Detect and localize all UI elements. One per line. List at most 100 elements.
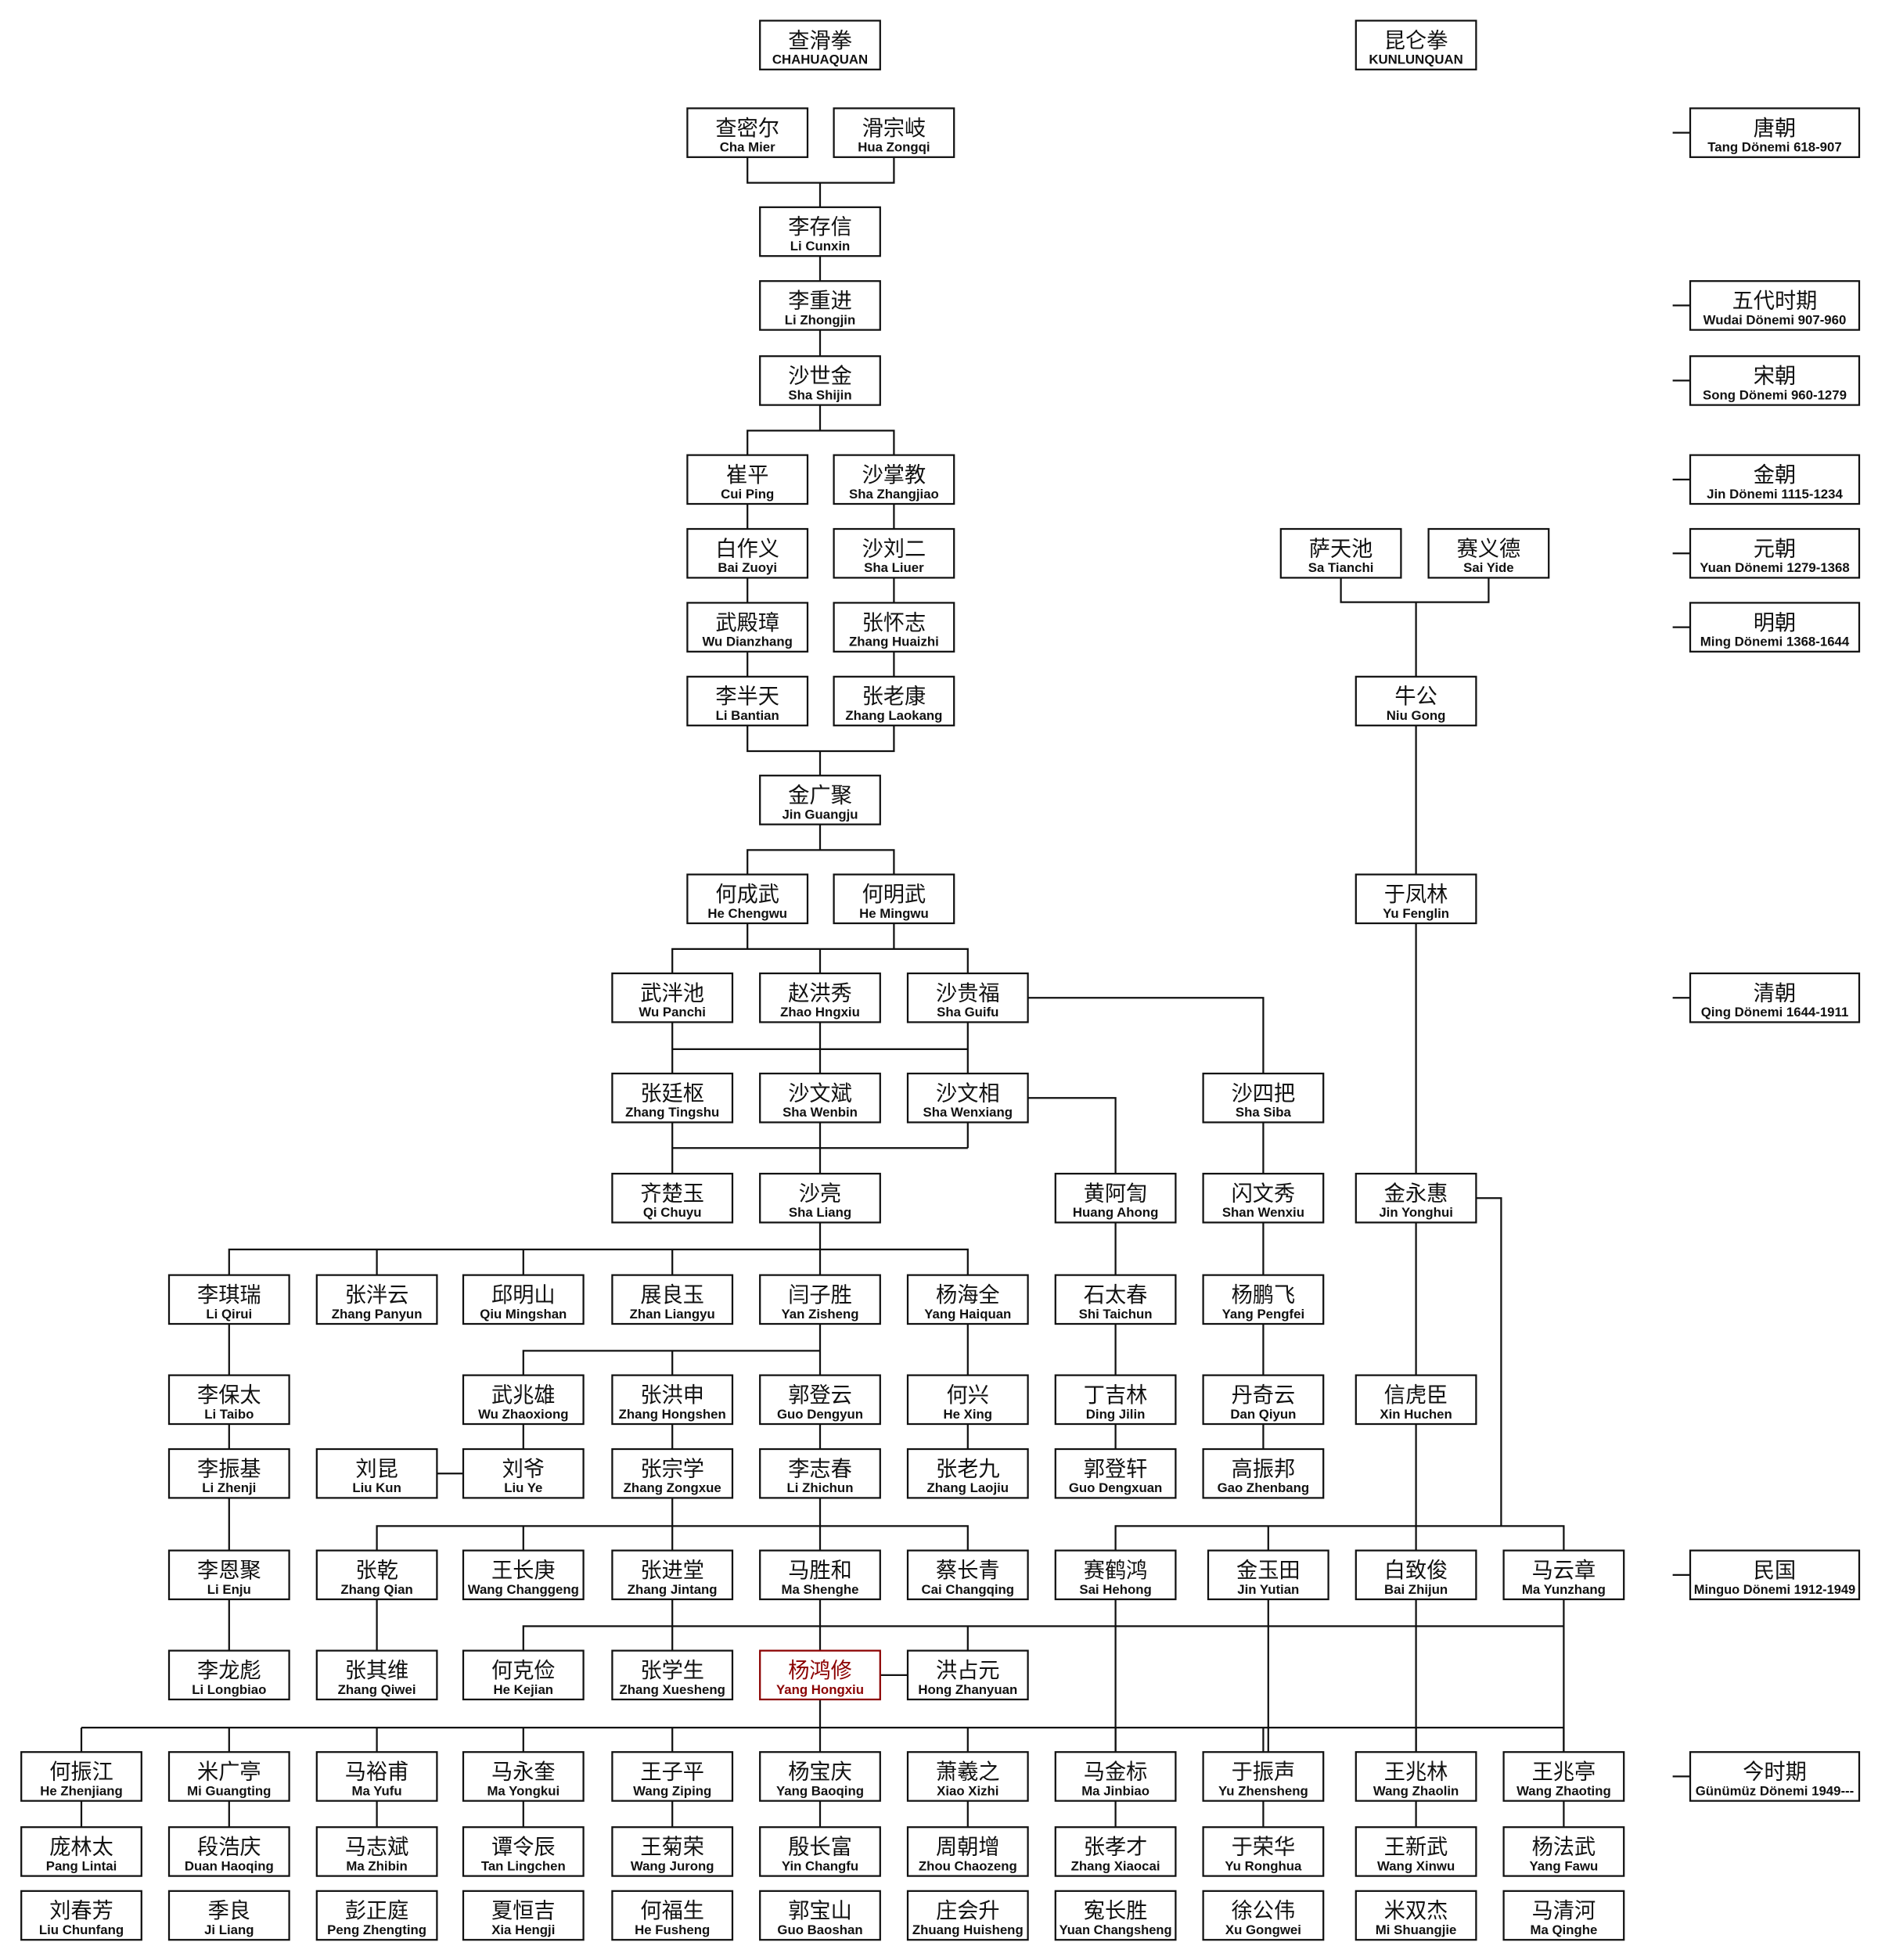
romanized-name: Qing Dönemi 1644-1911 — [1701, 1005, 1849, 1020]
chinese-name: 何振江 — [49, 1760, 113, 1785]
romanized-name: He Xing — [944, 1407, 993, 1422]
connector-line — [522, 1625, 1564, 1650]
box-frame — [611, 1826, 734, 1877]
box-frame — [833, 675, 955, 727]
chinese-name: 明朝 — [1754, 611, 1796, 635]
romanized-name: Wu Panchi — [639, 1005, 706, 1020]
box-frame — [611, 1890, 734, 1941]
chinese-name: 王兆亭 — [1532, 1760, 1596, 1785]
chinese-name: 齐楚玉 — [640, 1181, 704, 1206]
box-frame — [759, 775, 881, 825]
connector-lines — [80, 131, 1690, 1827]
chinese-name: 张孝才 — [1084, 1836, 1148, 1860]
box-frame — [759, 20, 881, 70]
box-frame — [611, 1549, 734, 1601]
chinese-name: 张怀志 — [862, 611, 926, 635]
chinese-name: 武殿璋 — [715, 611, 779, 635]
romanized-name: Yu Zhensheng — [1218, 1783, 1308, 1798]
romanized-name: Yu Fenglin — [1383, 906, 1449, 921]
box-frame — [1054, 1274, 1177, 1325]
romanized-name: Ma Qinghe — [1530, 1922, 1597, 1937]
chinese-name: 何兴 — [947, 1383, 989, 1408]
chinese-name: 杨宝庆 — [788, 1760, 852, 1785]
romanized-name: Sha Shijin — [788, 387, 851, 402]
romanized-name: Sha Guifu — [937, 1005, 998, 1020]
chinese-name: 马胜和 — [788, 1559, 852, 1583]
box-frame — [1202, 1274, 1325, 1325]
romanized-name: Hong Zhanyuan — [918, 1682, 1017, 1697]
box-frame — [759, 972, 881, 1023]
romanized-name: Li Cunxin — [790, 239, 851, 254]
romanized-name: He Mingwu — [859, 906, 929, 921]
chinese-name: 李振基 — [197, 1457, 261, 1481]
box-frame — [1502, 1549, 1625, 1601]
box-frame — [833, 873, 955, 925]
romanized-name: Sha Wenxiang — [923, 1105, 1013, 1120]
romanized-name: Zhang Laojiu — [927, 1480, 1009, 1495]
box-frame — [906, 1649, 1029, 1701]
chinese-name: 李恩聚 — [197, 1559, 261, 1583]
chinese-name: 张乾 — [355, 1559, 398, 1583]
box-frame — [759, 1890, 881, 1941]
box-frame — [167, 1751, 290, 1802]
box-frame — [315, 1751, 438, 1802]
chinese-name: 金广聚 — [788, 784, 852, 808]
box-frame — [1689, 972, 1861, 1023]
chinese-name: 沙四把 — [1232, 1081, 1296, 1106]
chinese-name: 何明武 — [862, 883, 926, 907]
chinese-name: 段浩庆 — [197, 1836, 261, 1860]
chinese-name: 萨天池 — [1309, 537, 1373, 561]
box-frame — [611, 1374, 734, 1426]
chinese-name: 刘春芳 — [49, 1899, 113, 1923]
chinese-name: 李龙彪 — [197, 1659, 261, 1683]
box-frame — [167, 1374, 290, 1426]
box-frame — [1502, 1890, 1625, 1941]
chinese-name: 张泮云 — [345, 1283, 409, 1307]
romanized-name: Dan Qiyun — [1230, 1407, 1296, 1422]
romanized-name: Zhang Laokang — [845, 708, 942, 723]
chinese-name: 周朝增 — [936, 1836, 1000, 1860]
box-frame — [1355, 873, 1477, 925]
box-frame — [1355, 1172, 1477, 1224]
chinese-name: 丁吉林 — [1084, 1383, 1148, 1408]
box-frame — [686, 107, 809, 158]
chinese-name: 王长庚 — [491, 1559, 556, 1583]
romanized-name: Tang Dönemi 618-907 — [1707, 140, 1841, 155]
chinese-name: 五代时期 — [1732, 290, 1818, 314]
box-frame — [1054, 1448, 1177, 1499]
chinese-name: 马云章 — [1532, 1559, 1596, 1583]
box-frame — [906, 1549, 1029, 1601]
chinese-name: 洪占元 — [936, 1659, 1000, 1683]
chinese-name: 萧羲之 — [936, 1760, 1000, 1785]
box-frame — [686, 675, 809, 727]
box-frame — [167, 1826, 290, 1877]
box-frame — [686, 602, 809, 653]
connector-line — [228, 1248, 969, 1275]
box-frame — [167, 1549, 290, 1601]
chinese-name: 米双杰 — [1384, 1899, 1448, 1923]
chinese-name: 米广亭 — [197, 1760, 261, 1785]
connector-line — [747, 849, 895, 874]
chinese-name: 蔡长青 — [936, 1559, 1000, 1583]
chinese-name: 张其维 — [345, 1659, 409, 1683]
